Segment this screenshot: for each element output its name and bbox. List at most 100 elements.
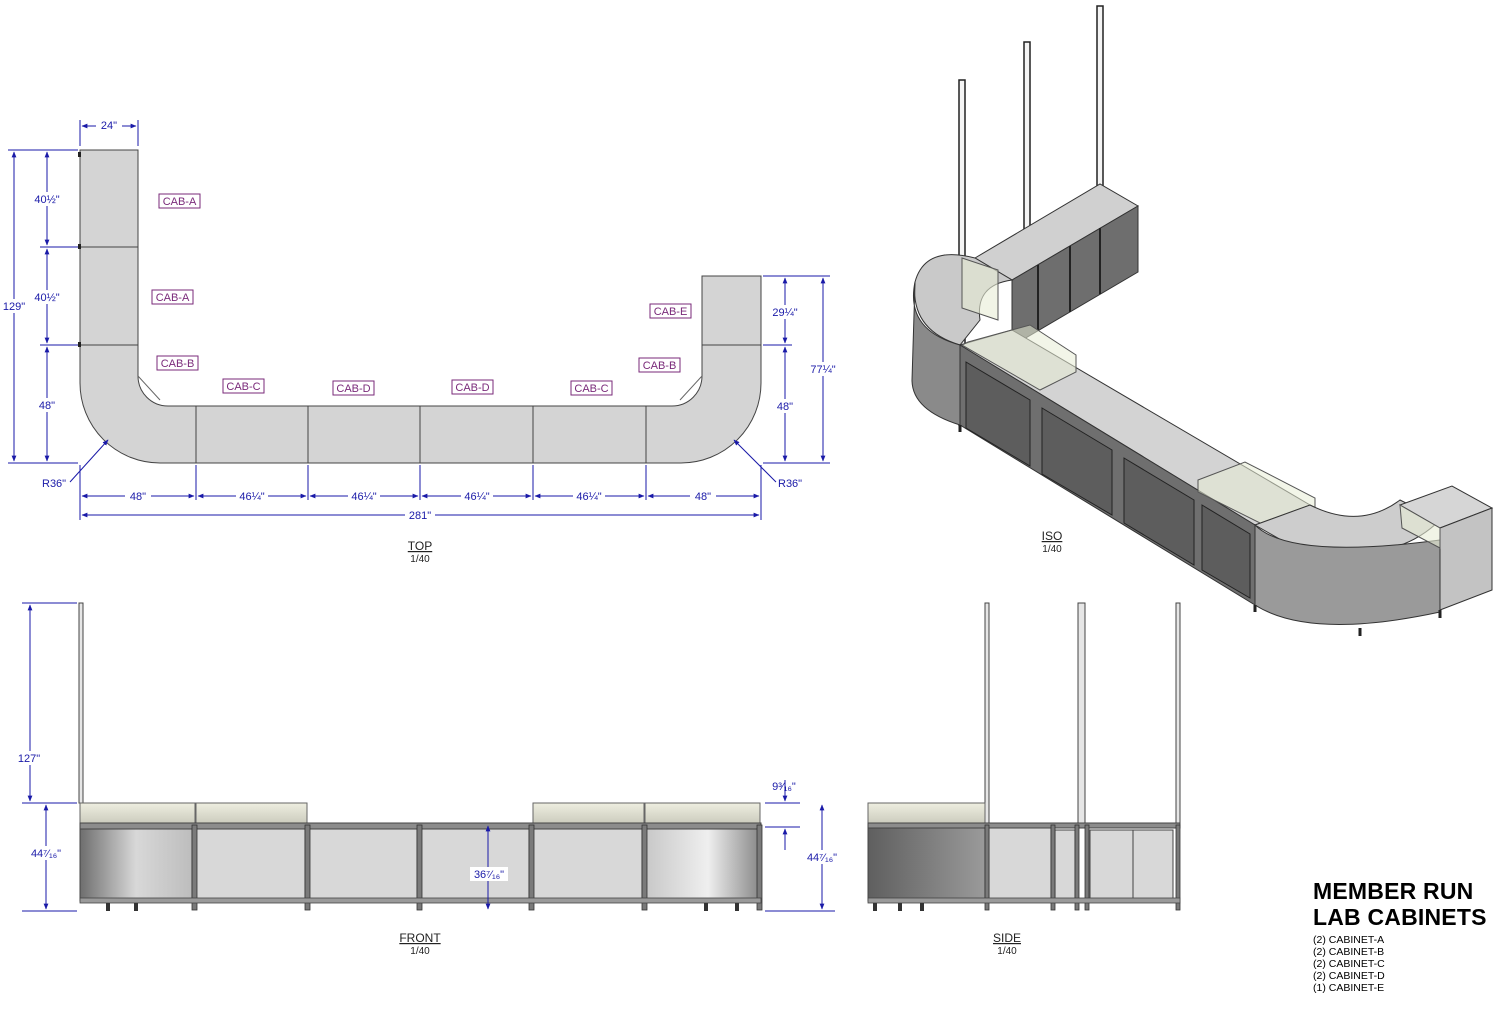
top-cab-d-1	[307, 405, 421, 464]
iso-view: ISO 1/40	[911, 5, 1494, 636]
front-cab-1	[79, 828, 193, 902]
front-legs	[106, 903, 739, 911]
top-cab-d-2	[419, 405, 534, 464]
cabinet-list-item: (1) CABINET-E	[1313, 982, 1385, 994]
dim-radius-right: R36"	[778, 478, 802, 490]
side-post-2	[1077, 602, 1086, 826]
tag-cab-c-right: CAB-C	[574, 383, 608, 395]
cab-tags: CAB-A CAB-A CAB-B CAB-C CAB-D CAB-D CAB-…	[151, 193, 692, 396]
side-legs	[873, 903, 924, 911]
view-label-iso: ISO	[1042, 529, 1063, 543]
side-cab-2	[988, 827, 1052, 902]
front-view: 127" 44⁷⁄₁₆" 36⁷⁄₁₆" 9³⁄₁₆" 44⁷⁄₁₆" FRON…	[14, 602, 840, 957]
dim-bottom-5: 46¼"	[576, 491, 601, 503]
top-cab-e	[701, 275, 762, 346]
iso-glass-box	[961, 257, 999, 321]
top-cab-c-left	[195, 405, 309, 464]
side-cab-3	[1054, 829, 1076, 900]
iso-glass-end	[1399, 504, 1441, 549]
top-bevel-right	[679, 375, 703, 401]
view-scale-iso: 1/40	[1042, 544, 1062, 555]
dim-cabinet-height-left: 44⁷⁄₁₆"	[31, 848, 61, 860]
dim-left-b: 48"	[39, 400, 55, 412]
side-cab-4-door-right	[1132, 829, 1174, 900]
cabinet-list-item: (2) CABINET-C	[1313, 958, 1385, 970]
dim-left-a2: 40½"	[34, 292, 59, 304]
side-view: SIDE 1/40	[867, 602, 1181, 957]
tag-cab-b-left: CAB-B	[161, 358, 195, 370]
side-counter	[867, 822, 1181, 829]
iso-end-front	[1439, 507, 1493, 611]
view-scale-front: 1/40	[410, 946, 430, 957]
dim-left-total: 129"	[3, 301, 25, 313]
front-glass-1	[79, 802, 196, 826]
iso-door-2	[1041, 407, 1113, 516]
tag-cab-d-2: CAB-D	[455, 382, 489, 394]
tag-cab-d-1: CAB-D	[336, 383, 370, 395]
top-dim-text: 24" 40½" 40½" 48" 129" R36" R36" 48" 46¼…	[0, 119, 838, 522]
dim-bottom-3: 46¼"	[351, 491, 376, 503]
top-cab-b-right	[645, 344, 762, 464]
title-block: MEMBER RUN LAB CABINETS (2) CABINET-A (2…	[1313, 878, 1498, 994]
iso-post-3	[1096, 5, 1104, 187]
dim-door-height: 36⁷⁄₁₆"	[474, 869, 504, 881]
front-glass-4	[644, 802, 761, 826]
dim-right-b: 48"	[777, 401, 793, 413]
dim-right-e: 29¼"	[772, 307, 797, 319]
front-cab-3	[308, 828, 418, 902]
view-label-side: SIDE	[993, 931, 1021, 945]
view-scale-side: 1/40	[997, 946, 1017, 957]
dim-glass-height: 9³⁄₁₆"	[772, 781, 796, 793]
top-view: CAB-A CAB-A CAB-B CAB-C CAB-D CAB-D CAB-…	[0, 119, 838, 565]
cabinet-list-item: (2) CABINET-D	[1313, 970, 1385, 982]
dim-right-total: 77¼"	[810, 364, 835, 376]
iso-back-front	[1011, 205, 1139, 347]
side-post-3	[1175, 602, 1181, 826]
dim-width-top: 24"	[101, 120, 117, 132]
dim-bottom-2: 46¼"	[239, 491, 264, 503]
side-cab-curved	[867, 827, 986, 902]
side-post-1	[984, 602, 990, 826]
front-post	[78, 602, 84, 804]
dim-overall: 281"	[409, 510, 431, 522]
top-cab-c-right	[532, 405, 647, 464]
top-connector-2	[78, 244, 81, 249]
front-cab-5	[532, 828, 643, 902]
drawing-title-line1: MEMBER RUN	[1313, 878, 1474, 904]
dim-cabinet-height-right: 44⁷⁄₁₆"	[807, 852, 837, 864]
dim-total-height: 127"	[18, 753, 40, 765]
dim-bottom-1: 48"	[130, 491, 146, 503]
iso-door-3	[1123, 457, 1195, 566]
cabinet-list: (2) CABINET-A (2) CABINET-B (2) CABINET-…	[1313, 934, 1498, 994]
front-cab-4	[420, 828, 530, 902]
front-glass-3	[532, 802, 645, 826]
tag-cab-b-right: CAB-B	[643, 360, 677, 372]
top-bevel-left	[137, 375, 161, 401]
top-connector-1	[78, 152, 81, 157]
dim-bottom-6: 48"	[695, 491, 711, 503]
dim-left-a1: 40½"	[34, 194, 59, 206]
front-glass-2	[195, 802, 308, 826]
view-label-front: FRONT	[399, 931, 441, 945]
tag-cab-a-1: CAB-A	[163, 196, 197, 208]
side-cab-4-door-left	[1089, 829, 1134, 900]
side-glass	[867, 802, 986, 826]
side-base	[867, 897, 1181, 904]
drawing-title-line2: LAB CABINETS	[1313, 904, 1487, 930]
view-label-top: TOP	[408, 539, 432, 553]
dim-radius-left: R36"	[42, 478, 66, 490]
view-scale-top: 1/40	[410, 554, 430, 565]
front-base	[79, 897, 762, 904]
tag-cab-a-2: CAB-A	[156, 292, 190, 304]
iso-door-1	[965, 361, 1031, 467]
front-dimensions	[22, 602, 835, 912]
tag-cab-e: CAB-E	[654, 306, 688, 318]
front-cab-6	[645, 828, 760, 902]
top-connector-3	[78, 342, 81, 347]
top-cab-a-2	[79, 246, 139, 346]
cabinet-list-item: (2) CABINET-B	[1313, 946, 1385, 958]
iso-door-4	[1201, 504, 1251, 599]
front-cab-2	[195, 828, 306, 902]
cabinet-list-item: (2) CABINET-A	[1313, 934, 1385, 946]
